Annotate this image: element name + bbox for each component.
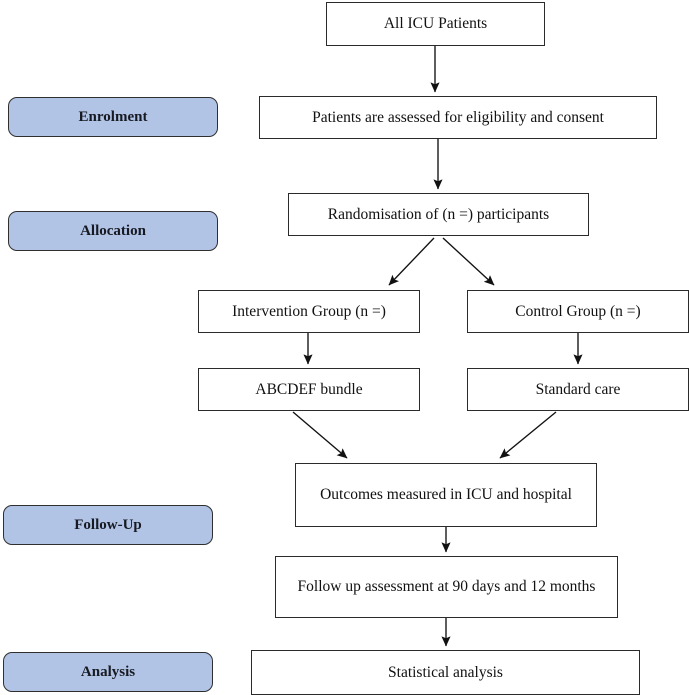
connector-abcdef-to-outcomes: [292, 411, 348, 459]
stage-badge-label: Enrolment: [78, 108, 148, 125]
node-eligibility: Patients are assessed for eligibility an…: [259, 96, 657, 139]
node-label: Outcomes measured in ICU and hospital: [320, 486, 572, 503]
node-label: Patients are assessed for eligibility an…: [312, 108, 604, 126]
stage-badge-enrolment: Enrolment: [8, 97, 218, 137]
node-abcdef: ABCDEF bundle: [198, 368, 420, 411]
node-label: All ICU Patients: [383, 15, 488, 32]
node-intervention: Intervention Group (n =): [198, 290, 420, 333]
node-label: Randomisation of (n =) participants: [327, 205, 550, 223]
node-follow-up-assessment: Follow up assessment at 90 days and 12 m…: [275, 556, 618, 618]
stage-badge-label: Analysis: [80, 663, 136, 680]
stage-badge-followup: Follow-Up: [3, 505, 213, 545]
node-label: ABCDEF bundle: [255, 380, 363, 398]
stage-badge-allocation: Allocation: [8, 211, 218, 251]
node-outcomes: Outcomes measured in ICU and hospital: [295, 463, 597, 527]
node-label: Statistical analysis: [388, 663, 503, 681]
node-label: Control Group (n =): [515, 302, 641, 320]
node-statistical-analysis: Statistical analysis: [251, 650, 640, 695]
stage-badge-label: Follow-Up: [74, 516, 142, 533]
node-all-icu-patients: All ICU Patients: [326, 2, 545, 46]
node-label: Follow up assessment at 90 days and 12 m…: [297, 578, 596, 595]
connector-randomisation-to-control: [442, 237, 495, 286]
connector-randomisation-to-intervention: [388, 237, 435, 286]
stage-badge-analysis: Analysis: [3, 652, 213, 692]
node-standard-care: Standard care: [467, 368, 689, 411]
node-control: Control Group (n =): [467, 290, 689, 333]
connector-standard-care-to-outcomes: [499, 411, 557, 459]
node-label: Intervention Group (n =): [232, 302, 386, 320]
node-randomisation: Randomisation of (n =) participants: [288, 193, 589, 236]
node-label: Standard care: [535, 380, 621, 398]
stage-badge-label: Allocation: [80, 222, 146, 239]
